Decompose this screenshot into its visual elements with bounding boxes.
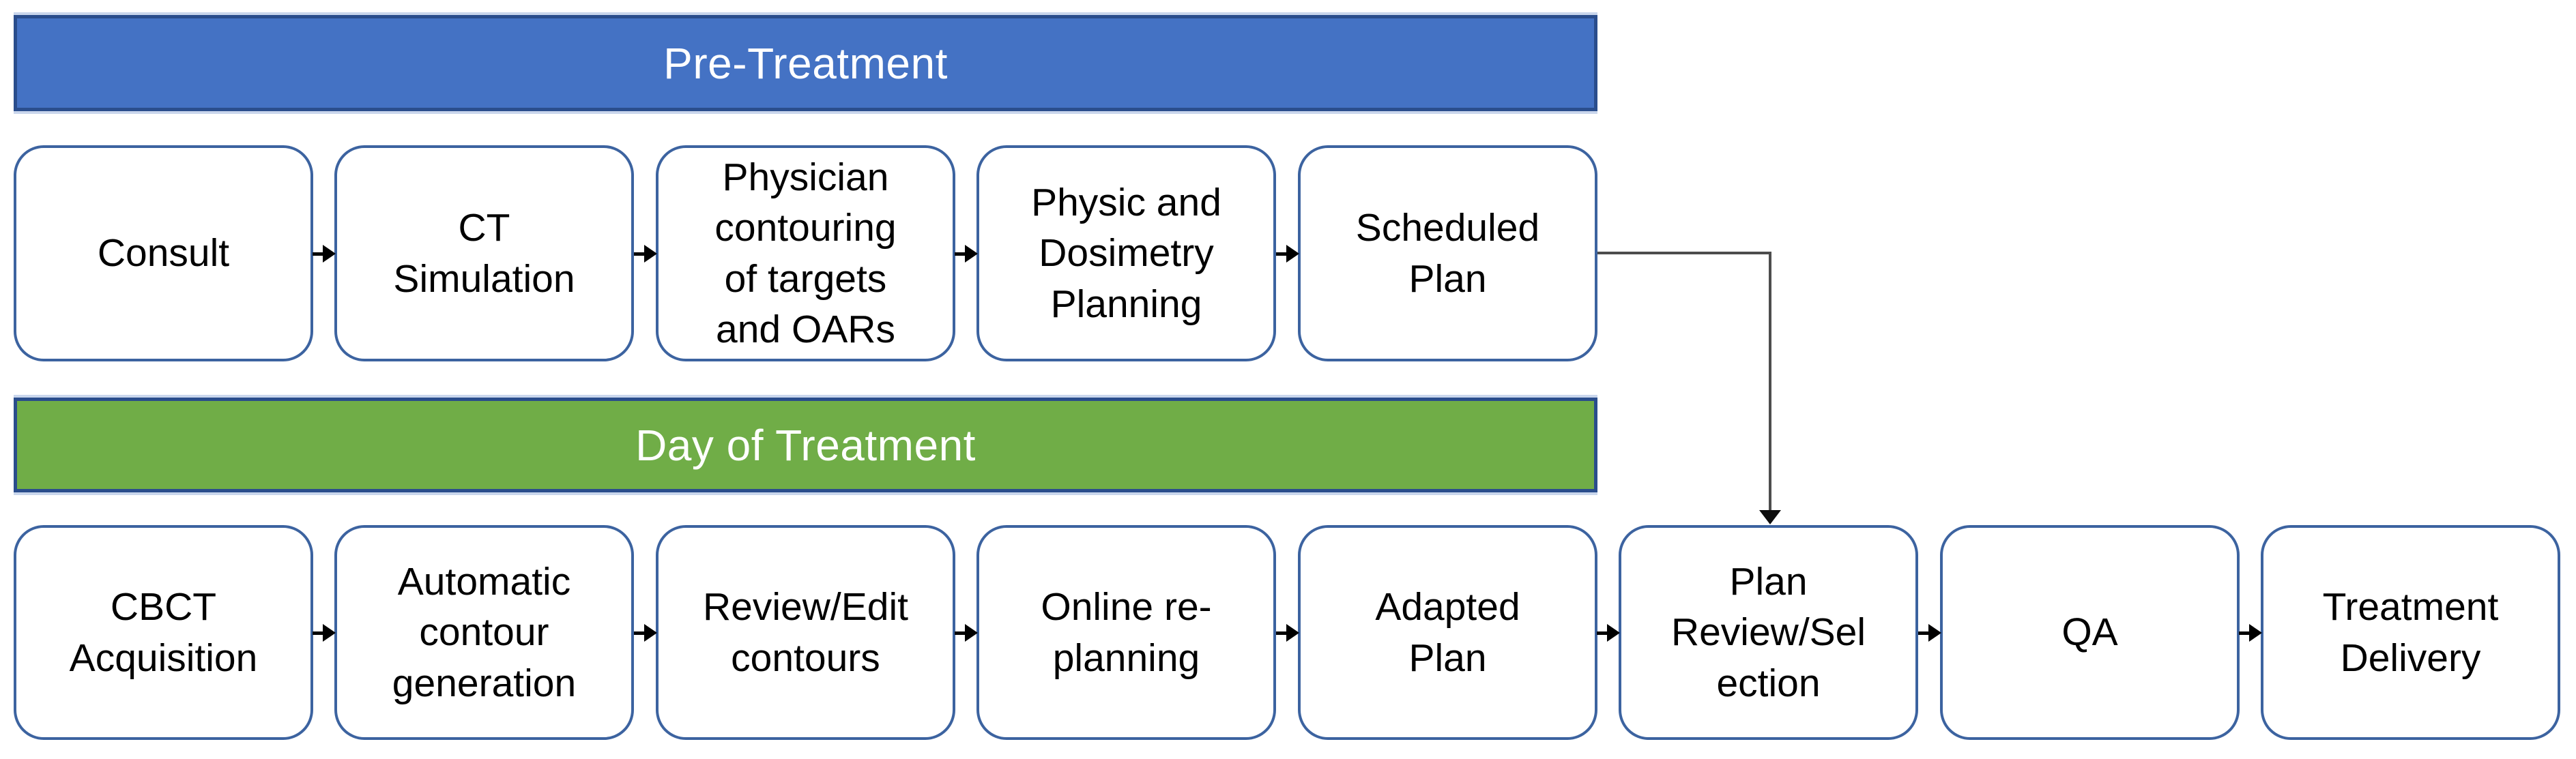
flow-box-scheduled-plan: Scheduled Plan	[1298, 145, 1597, 361]
flow-arrow-icon	[955, 239, 978, 269]
flow-arrow-icon	[313, 239, 336, 269]
flow-arrow-icon	[1918, 618, 1941, 648]
flow-box-adapted-plan: Adapted Plan	[1298, 525, 1597, 740]
elbow-connector-horizontal	[1597, 252, 1771, 254]
flow-arrow-icon	[634, 239, 657, 269]
flow-box-qa: QA	[1940, 525, 2240, 740]
flow-box-consult: Consult	[14, 145, 313, 361]
flow-box-online-replanning: Online re- planning	[976, 525, 1276, 740]
flow-box-review-edit-contours: Review/Edit contours	[656, 525, 955, 740]
flow-arrow-icon	[1276, 239, 1299, 269]
elbow-connector-vertical	[1769, 252, 1771, 511]
elbow-arrowhead-down-icon	[1759, 510, 1781, 524]
flow-box-physic-dosimetry-planning: Physic and Dosimetry Planning	[976, 145, 1276, 361]
day-of-treatment-banner: Day of Treatment	[14, 398, 1597, 492]
flow-box-physician-contouring: Physician contouring of targets and OARs	[656, 145, 955, 361]
flow-box-ct-simulation: CT Simulation	[334, 145, 634, 361]
flow-arrow-icon	[2239, 618, 2262, 648]
flow-box-treatment-delivery: Treatment Delivery	[2261, 525, 2560, 740]
flow-box-cbct-acquisition: CBCT Acquisition	[14, 525, 313, 740]
flow-box-automatic-contour-generation: Automatic contour generation	[334, 525, 634, 740]
flow-box-plan-review-selection: Plan Review/Sel ection	[1619, 525, 1918, 740]
flow-arrow-icon	[1276, 618, 1299, 648]
flow-arrow-icon	[313, 618, 336, 648]
flow-arrow-icon	[1597, 618, 1620, 648]
flow-arrow-icon	[955, 618, 978, 648]
pre-treatment-banner: Pre-Treatment	[14, 15, 1597, 111]
flow-arrow-icon	[634, 618, 657, 648]
